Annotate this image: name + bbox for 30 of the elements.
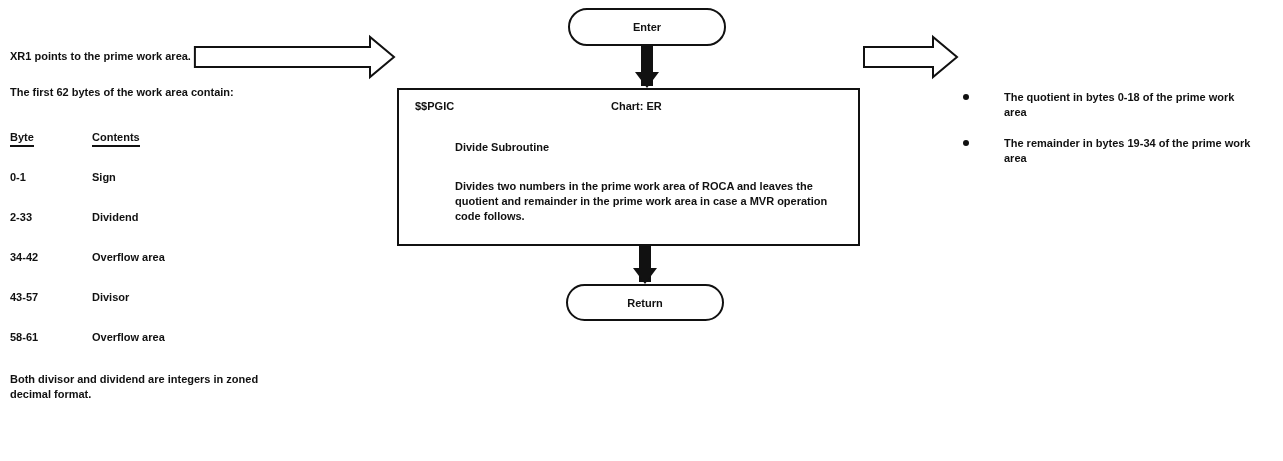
table-cell: 43-57 <box>10 290 39 305</box>
module-name: $$PGIC <box>415 99 456 114</box>
table-intro: The first 62 bytes of the work area contain: <box>10 85 235 100</box>
column-header: Byte <box>10 130 34 147</box>
output-item: The remainder in bytes 19-34 of the prime work area <box>1004 136 1252 166</box>
arrow <box>635 46 659 88</box>
description: Divides two numbers in the prime work area of ROCA and leaves the quotient and remainder in the prime work area in case a MVR operation code follows. <box>455 179 829 224</box>
arrow <box>863 34 959 80</box>
terminal-shape <box>566 284 724 321</box>
table-cell: Divisor <box>92 290 130 305</box>
routine-title: Divide Subroutine <box>455 140 551 155</box>
terminal-label: Enter <box>632 21 662 33</box>
arrow <box>633 246 657 284</box>
terminal-shape <box>568 8 726 46</box>
note: Both divisor and dividend are integers in zoned decimal format. <box>10 372 260 402</box>
table-cell: Sign <box>92 170 116 185</box>
output-item: The quotient in bytes 0-18 of the prime work area <box>1004 90 1236 120</box>
arrow <box>193 34 396 80</box>
chart-id: Chart: ER <box>611 99 663 114</box>
table-cell: Dividend <box>92 210 139 225</box>
table-cell: 2-33 <box>10 210 33 225</box>
terminal-label: Return <box>627 296 663 309</box>
process-box <box>397 88 860 246</box>
table-cell: Overflow area <box>92 250 165 265</box>
table-cell: 34-42 <box>10 250 39 265</box>
table-cell: Overflow area <box>92 330 165 345</box>
table-cell: 58-61 <box>10 330 39 345</box>
input-note: XR1 points to the prime work area. <box>10 49 191 64</box>
table-cell: 0-1 <box>10 170 26 185</box>
column-header: Contents <box>92 130 140 147</box>
